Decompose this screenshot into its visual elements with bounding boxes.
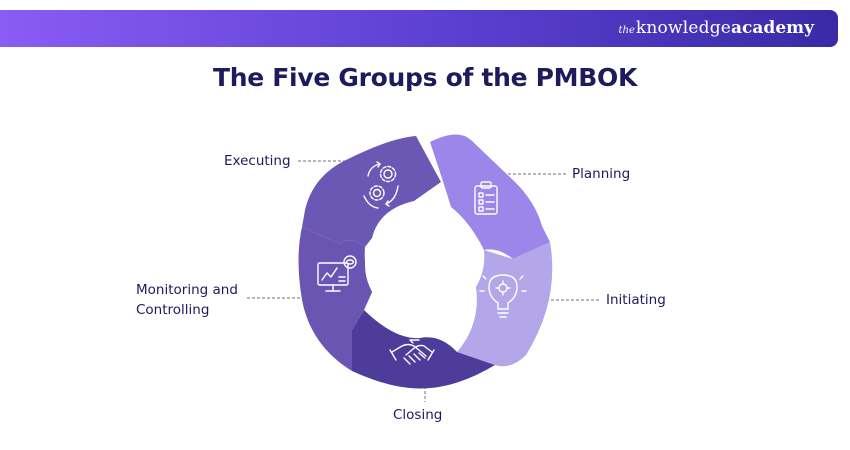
label-closing: Closing [393, 407, 443, 423]
clipboard-checklist-icon [474, 181, 498, 215]
ring-center [365, 211, 473, 319]
segment-executing [302, 136, 441, 247]
segment-monitoring [298, 227, 374, 371]
segment-planning [430, 134, 550, 259]
label-monitoring-line2: Controlling [136, 302, 210, 318]
label-initiating: Initiating [606, 292, 666, 308]
label-executing: Executing [224, 153, 291, 169]
lightbulb-gear-icon [479, 274, 527, 318]
segment-closing [352, 310, 495, 389]
label-monitoring-line1: Monitoring and [136, 282, 238, 298]
gear-cycle-icon [363, 161, 399, 209]
header-banner: theknowledgeacademy [0, 10, 838, 47]
label-planning: Planning [572, 166, 631, 182]
brand-knowledge: knowledge [635, 18, 732, 38]
monitor-analytics-icon [317, 255, 357, 292]
brand-the: the [618, 25, 635, 36]
handshake-icon [389, 326, 435, 365]
page-title: The Five Groups of the PMBOK [212, 63, 638, 92]
brand-academy: academy [731, 18, 814, 38]
brand-logo: theknowledgeacademy [618, 18, 814, 41]
segment-initiating [457, 242, 553, 367]
